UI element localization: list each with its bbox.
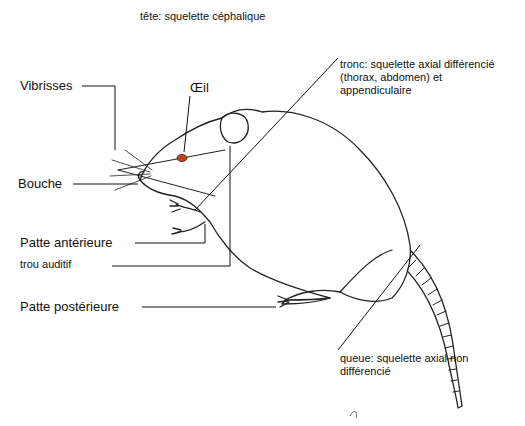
- leader-line: [112, 146, 230, 266]
- part-label: Patte postérieure: [20, 299, 119, 315]
- part-label: Vibrisses: [20, 78, 73, 94]
- eye: [177, 155, 187, 162]
- signature-mark: [350, 412, 357, 418]
- part-label: Bouche: [18, 176, 62, 192]
- leader-line: [142, 307, 276, 308]
- trunk-boundary: [195, 58, 338, 210]
- ear: [220, 113, 248, 143]
- region-label: tête: squelette céphalique: [140, 10, 265, 23]
- part-label: trou auditif: [20, 258, 71, 271]
- rat-body: [140, 110, 410, 304]
- leader-line: [184, 96, 190, 152]
- tail-boundary: [338, 245, 420, 350]
- tail-rings: [408, 260, 459, 392]
- leader-line: [135, 224, 205, 243]
- region-label: tronc: squelette axial différencié (thor…: [340, 58, 512, 98]
- hind-foot: [278, 296, 330, 307]
- region-label: queue: squelette axial non différencié: [340, 352, 500, 378]
- part-label: Œil: [190, 80, 209, 96]
- tail: [398, 250, 462, 408]
- leader-line: [73, 184, 138, 185]
- leader-line: [82, 86, 115, 150]
- leader-lines: [73, 58, 420, 350]
- thigh-line: [340, 250, 392, 292]
- part-label: Patte antérieure: [20, 235, 113, 251]
